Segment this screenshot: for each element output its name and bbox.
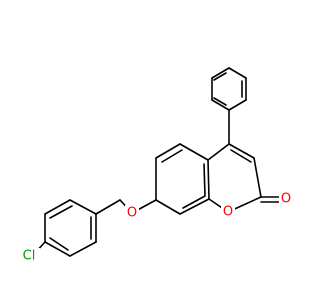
bond (155, 199, 181, 215)
bond (213, 97, 227, 106)
bond-layer (33, 67, 284, 257)
bond (49, 205, 73, 219)
bond (230, 149, 252, 163)
bond (211, 67, 230, 79)
bond (207, 159, 210, 200)
bond (44, 241, 71, 257)
bond (69, 199, 97, 215)
bond (207, 143, 230, 161)
ether-oxygen-label: O (127, 206, 137, 221)
bond (203, 163, 206, 196)
bond (69, 241, 97, 257)
ring-oxygen-label: O (223, 205, 233, 220)
atom-label-layer: O O O Cl (18, 191, 293, 264)
bond (253, 157, 262, 198)
bond (179, 143, 209, 161)
bond (95, 199, 121, 215)
bond (161, 149, 183, 163)
bond (182, 195, 206, 209)
bond (44, 199, 71, 215)
chlorine-label: Cl (23, 249, 36, 264)
bond (155, 143, 181, 159)
bond (228, 67, 247, 79)
bond (228, 143, 255, 159)
bond (49, 237, 69, 251)
chemical-structure-diagram: O O O Cl (18, 67, 293, 264)
bond (211, 99, 230, 111)
bond (213, 72, 227, 81)
bond (228, 99, 247, 111)
carbonyl-oxygen-label: O (281, 192, 291, 207)
bond (179, 198, 210, 215)
